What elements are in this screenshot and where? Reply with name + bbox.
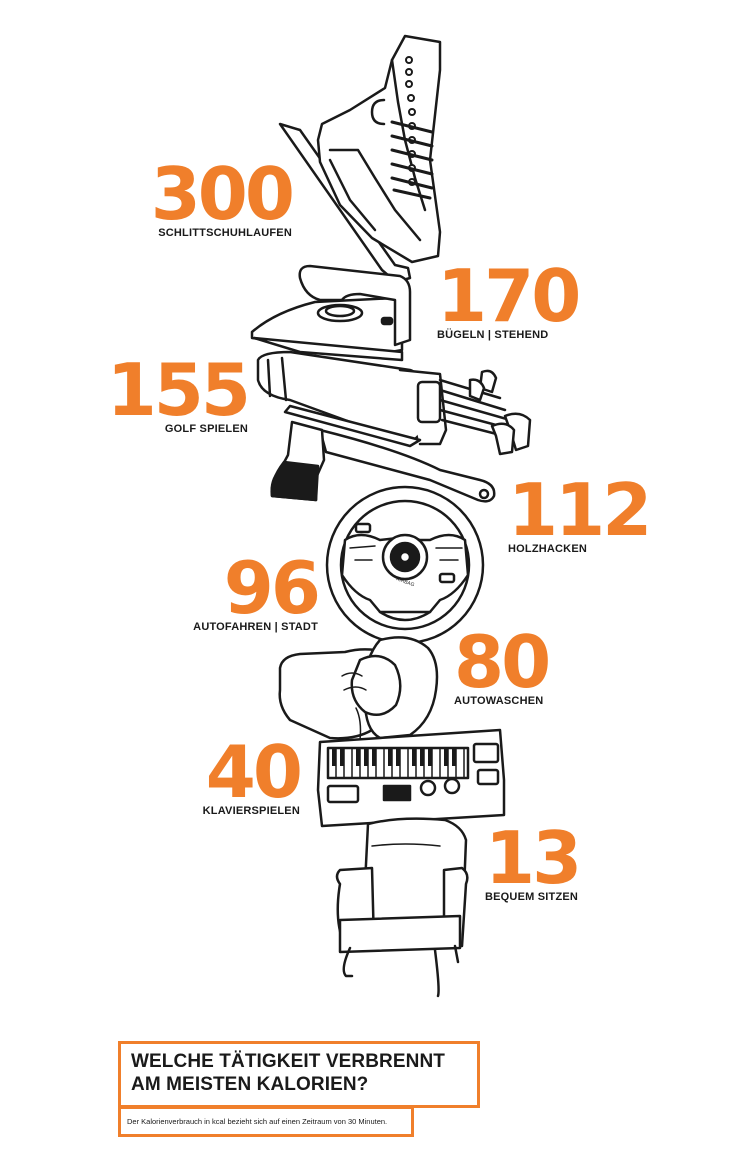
stat-value: 170 [437, 254, 581, 338]
stat-value: 112 [508, 468, 652, 552]
stat-label: HOLZHACKEN [508, 543, 587, 555]
iron-icon [250, 264, 412, 362]
stat-value: 80 [454, 620, 551, 704]
stat-klavierspielen: 40 KLAVIERSPIELEN [180, 730, 303, 818]
sponge-hands-icon [278, 636, 439, 741]
stat-label: AUTOWASCHEN [454, 695, 544, 707]
stat-label: SCHLITTSCHUHLAUFEN [158, 227, 292, 239]
steering-wheel-icon [325, 485, 485, 645]
stat-autofahren: 96 AUTOFAHREN | STADT [170, 546, 321, 634]
stat-label: KLAVIERSPIELEN [202, 805, 300, 817]
stat-value: 96 [223, 546, 321, 630]
axe-icon [270, 420, 496, 503]
stat-label: BEQUEM SITZEN [485, 891, 579, 903]
armchair-icon [335, 817, 469, 998]
stat-value: 13 [485, 816, 582, 900]
stat-label: BÜGELN | STEHEND [437, 329, 549, 341]
golf-bag-icon [256, 350, 532, 456]
stat-value: 40 [205, 730, 303, 814]
page-title-line-2: AM MEISTEN KALORIEN? [131, 1074, 369, 1095]
stat-label: GOLF SPIELEN [164, 423, 248, 435]
stat-value: 300 [150, 152, 295, 236]
stat-holzhacken: 112 HOLZHACKEN [508, 468, 668, 556]
ice-skate-icon [278, 34, 442, 284]
stat-golf-spielen: 155 GOLF SPIELEN [100, 348, 251, 436]
stat-autowaschen: 80 AUTOWASCHEN [454, 620, 594, 708]
keyboard-icon [316, 728, 506, 828]
note-box: Der Kalorienverbrauch in kcal bezieht si… [118, 1107, 414, 1137]
stat-schlittschuhlaufen: 300 SCHLITTSCHUHLAUFEN [140, 152, 295, 240]
stat-value: 155 [106, 348, 251, 432]
page-title-line-1: WELCHE TÄTIGKEIT VERBRENNT [131, 1051, 445, 1072]
stat-bequem-sitzen: 13 BEQUEM SITZEN [485, 816, 615, 904]
stat-buegeln: 170 BÜGELN | STEHEND [437, 254, 597, 342]
footnote-text: Der Kalorienverbrauch in kcal bezieht si… [127, 1117, 388, 1126]
title-box: WELCHE TÄTIGKEIT VERBRENNT AM MEISTEN KA… [118, 1041, 480, 1108]
stat-label: AUTOFAHREN | STADT [193, 621, 318, 633]
